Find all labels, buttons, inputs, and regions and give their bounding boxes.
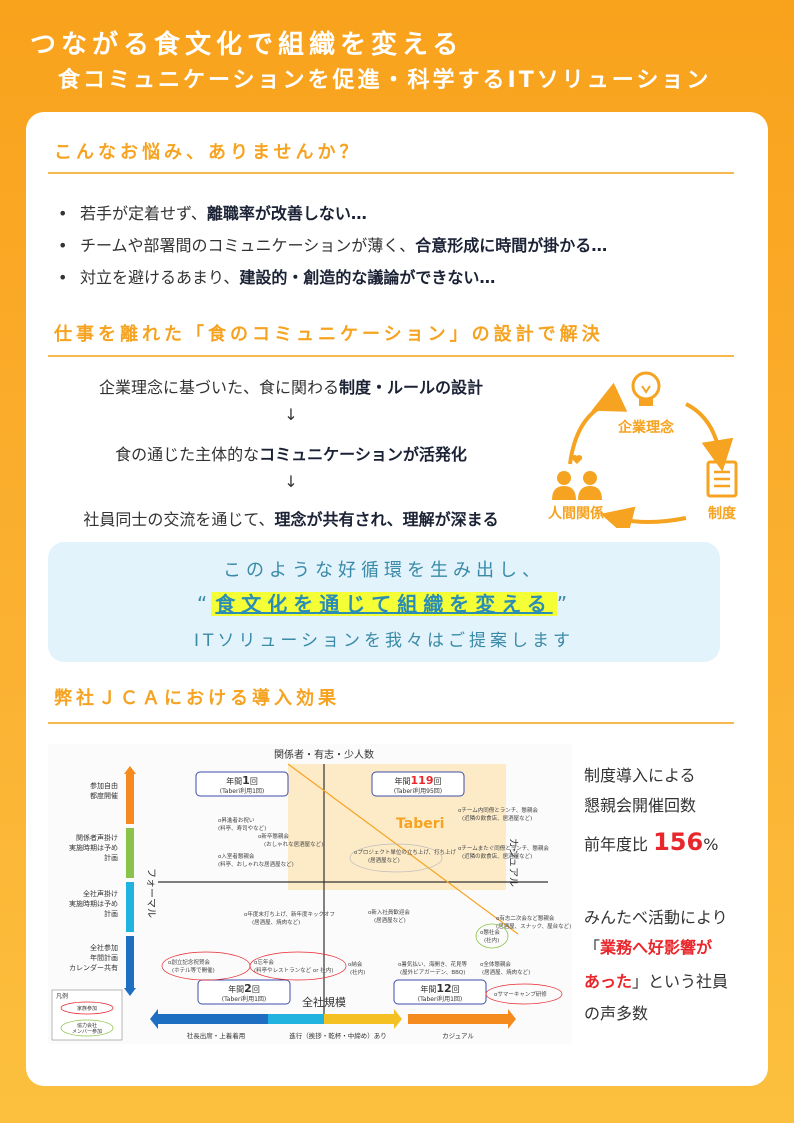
effect-1-line-3: 前年度比 156% <box>584 828 719 856</box>
flow-step-3: 社員同士の交流を通じて、理念が共有され、理解が深まる <box>83 510 499 529</box>
svg-text:(Taberi利用1回): (Taberi利用1回) <box>220 787 264 795</box>
bottom-bar-label: 進行（挨拶・乾杯・中締め）あり <box>289 1031 387 1040</box>
event-label: o創立記念祝賀会(ホテル等で開催) <box>168 958 215 974</box>
section-divider <box>48 722 734 724</box>
section-divider <box>48 172 734 174</box>
diagram-right-axis: カジュアル <box>507 838 519 887</box>
effect-2-line-3: あった」という社員 <box>584 972 729 991</box>
svg-text:家族参加: 家族参加 <box>77 1005 97 1012</box>
effect-1-line-1: 制度導入による <box>584 766 696 785</box>
svg-text:年間2回: 年間2回 <box>228 982 260 995</box>
event-label: oチーム内同僚とランチ、懇親会(近隣の飲食店、居酒屋など) <box>458 806 538 822</box>
y-label: 参加自由都度開催 <box>90 781 118 800</box>
taberi-logo: Taberi <box>396 816 444 832</box>
svg-text:(Taberi利用1回): (Taberi利用1回) <box>222 995 266 1003</box>
diagram-legend: 凡例 家族参加 協力会社メンバー参加 <box>51 989 123 1041</box>
event-label: o新入社員歓迎会(居酒屋など) <box>368 908 410 924</box>
callout-line-2: “食文化を通じて組織を変える” <box>196 592 572 616</box>
cycle-arrow <box>600 506 687 528</box>
cycle-label-right: 制度 <box>708 505 737 522</box>
positioning-diagram: 関係者・有志・少人数 全社規模 フォーマル カジュアル 参加自由都度開催 関係者… <box>48 744 572 1044</box>
effect-2-line-1: みんたべ活動により <box>584 908 728 927</box>
event-label: o新卒懇親会(おしゃれな居酒屋など) <box>258 832 323 848</box>
event-label: o懇社会(社内) <box>480 928 500 944</box>
y-label: 全社声掛け実施時期は予め計画 <box>69 889 118 918</box>
callout-line-1: このような好循環を生み出し、 <box>223 560 545 581</box>
event-label: o有志二次会など懇親会(居酒屋、スナック、屋台など) <box>496 914 571 930</box>
section-divider <box>48 355 734 357</box>
y-label: 関係者声掛け実施時期は予め計画 <box>69 833 118 862</box>
diagram-left-axis: フォーマル <box>145 868 156 918</box>
svg-text:年間1回: 年間1回 <box>226 774 258 787</box>
y-label: 全社参加年間計画カレンダー共有 <box>69 943 118 972</box>
event-label: o全体懇親会(居酒屋、焼肉など) <box>480 960 530 976</box>
event-label: o忘年会(料亭やレストランなど or 社内) <box>254 958 333 974</box>
flow-step-2: 食の通じた主体的なコミュニケーションが活発化 <box>115 445 467 464</box>
cycle-label-left: 人間関係 <box>548 505 604 522</box>
svg-text:協力会社メンバー参加: 協力会社メンバー参加 <box>72 1022 102 1035</box>
cycle-arrow <box>685 402 734 472</box>
svg-text:年間119回: 年間119回 <box>395 774 442 787</box>
callout-line-3: ITソリューションを我々はご提案します <box>193 631 575 651</box>
svg-text:凡例: 凡例 <box>56 992 68 1000</box>
cycle-arrow <box>568 382 628 465</box>
header-title: つながる食文化で組織を変える <box>30 30 464 60</box>
header-subtitle: 食コミュニケーションを促進・科学するITソリューション <box>58 68 712 93</box>
event-label: o納会(社内) <box>348 960 365 976</box>
svg-text:(Taberi利用95回): (Taberi利用95回) <box>394 787 442 795</box>
bottom-bar-label: 社長出席・上着着用 <box>187 1031 246 1040</box>
count-box: 年間12回 (Taberi利用1回) <box>393 979 487 1005</box>
diagram-top-label: 関係者・有志・少人数 <box>274 748 374 761</box>
effect-1-value: 156 <box>653 828 704 856</box>
count-box: 年間119回 (Taberi利用95回) <box>371 771 465 797</box>
count-box: 年間1回 (Taberi利用1回) <box>195 771 289 797</box>
flow-arrow: ↓ <box>284 472 298 491</box>
svg-text:(Taberi利用1回): (Taberi利用1回) <box>418 995 462 1003</box>
count-box: 年間2回 (Taberi利用1回) <box>197 979 291 1005</box>
event-label: o昇進者お祝い(料亭、寿司やなど) <box>218 816 266 832</box>
lightbulb-icon <box>631 371 661 406</box>
event-label: o暑気払い、海開き、花見等(屋外ビアガーデン、BBQ) <box>398 960 467 976</box>
effect-2-line-2: 「業務へ好影響が <box>584 938 713 957</box>
effect-2-line-4: の声多数 <box>584 1004 649 1023</box>
event-label: oサマーキャンプ研修 <box>494 990 547 998</box>
problems-title: こんなお悩み、ありませんか？ <box>54 142 362 163</box>
clipboard-icon <box>706 460 738 498</box>
message-callout: このような好循環を生み出し、 “食文化を通じて組織を変える” ITソリューション… <box>48 542 720 662</box>
callout-highlight: 食文化を通じて組織を変える <box>211 592 557 616</box>
event-label: o入室者懇親会(料亭、おしゃれな居酒屋など) <box>218 852 294 868</box>
problem-item: チームや部署間のコミュニケーションが薄く、合意形成に時間が掛かる… <box>58 230 607 262</box>
problem-item: 対立を避けるあまり、建設的・創造的な議論ができない… <box>58 262 607 294</box>
people-icon <box>552 455 602 500</box>
svg-text:年間12回: 年間12回 <box>420 982 459 995</box>
problems-list: 若手が定着せず、離職率が改善しない… チームや部署間のコミュニケーションが薄く、… <box>58 198 607 294</box>
cycle-diagram: 企業理念 制度 人間関係 <box>548 371 738 528</box>
flow-arrow: ↓ <box>284 405 298 424</box>
content-card: こんなお悩み、ありませんか？ 若手が定着せず、離職率が改善しない… チームや部署… <box>26 112 768 1086</box>
solution-title: 仕事を離れた「食のコミュニケーション」の設計で解決 <box>54 324 604 345</box>
event-label: oチームまたぐ同僚とランチ、懇親会(近隣の飲食店、居酒屋など) <box>458 844 549 860</box>
event-label: o年度末打ち上げ、新年度キックオフ(居酒屋、焼肉など) <box>244 910 335 926</box>
flow-step-1: 企業理念に基づいた、食に関わる制度・ルールの設計 <box>98 378 484 397</box>
problem-item: 若手が定着せず、離職率が改善しない… <box>58 198 607 230</box>
event-label: oプロジェクト単位の立ち上げ、打ち上げ(居酒屋など) <box>354 848 456 864</box>
diagram-bottom-label: 全社規模 <box>302 995 346 1009</box>
bottom-bar-label: カジュアル <box>442 1032 474 1040</box>
effect-1-line-2: 懇親会開催回数 <box>584 796 697 815</box>
effects-title: 弊社ＪＣＡにおける導入効果 <box>54 688 340 709</box>
cycle-label-top: 企業理念 <box>617 419 675 436</box>
